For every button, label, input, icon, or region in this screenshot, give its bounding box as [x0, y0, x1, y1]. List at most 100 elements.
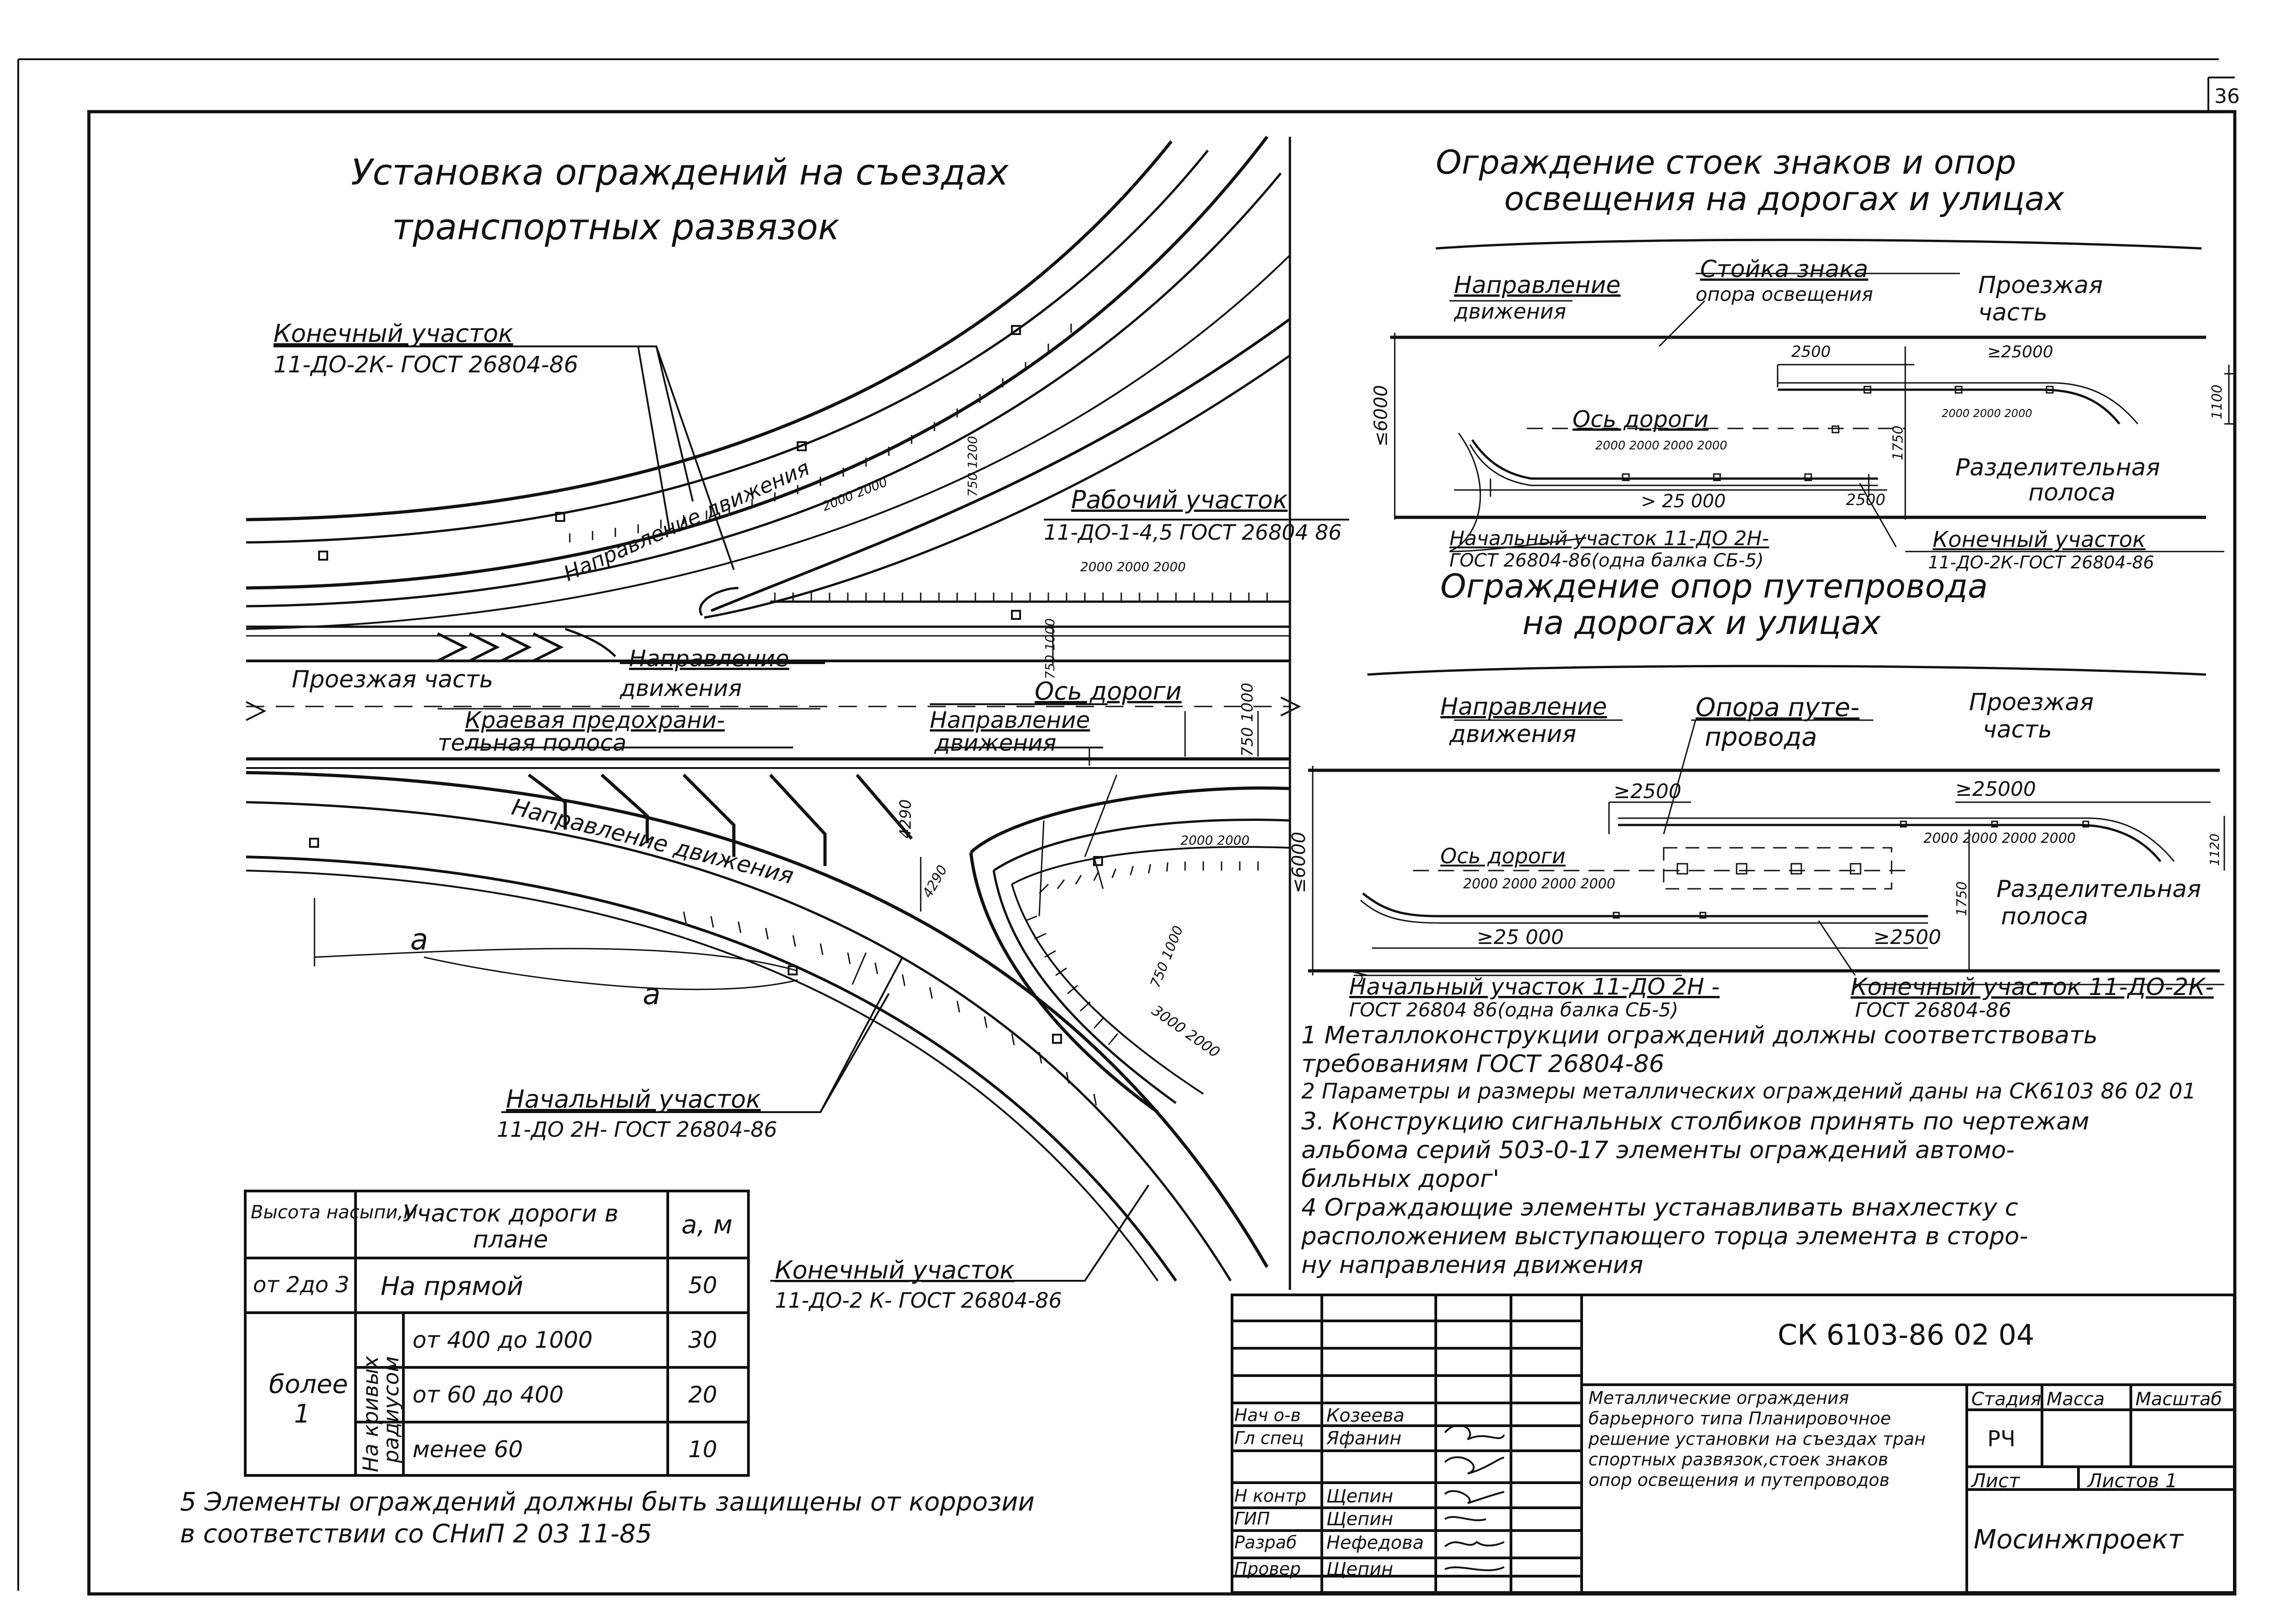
section2-direction-sub: движения [1449, 721, 1577, 748]
section2-end-sub: ГОСТ 26804-86 [1855, 999, 2011, 1022]
note-4-end: ну направления движения [1301, 1251, 1643, 1279]
description-line3: решение установки на съездах тран [1588, 1429, 1926, 1449]
description-line2: барьерного типа Планировочное [1588, 1408, 1891, 1428]
table-sub1-a: 30 [688, 1327, 717, 1353]
table-row1-a: 50 [688, 1272, 717, 1299]
section2-roadway: Проезжая [1969, 689, 2094, 716]
section1-roadway: Проезжая [1978, 272, 2103, 299]
end-section-bottom-code: 11-ДО-2 К- ГОСТ 26804-86 [775, 1288, 1062, 1313]
table-curve-label-sub: радиусом [379, 1356, 403, 1463]
section2-dim-2500-bot: ≥2500 [1873, 926, 1941, 949]
note-3-cont: альбома серий 503-0-17 элементы огражден… [1301, 1136, 2015, 1164]
description-line4: спортных развязок,стоек знаков [1588, 1449, 1888, 1469]
table-header-height: Высота насыпи,м [251, 1202, 418, 1223]
section2-dims-small-right: 2000 2000 2000 2000 [1923, 830, 2076, 846]
note-3-end: бильных дорог' [1301, 1165, 1500, 1193]
table-sub1-range: от 400 до 1000 [412, 1327, 593, 1353]
organization: Мосинжпроект [1974, 1524, 2184, 1555]
section1-divider-sub: полоса [2028, 479, 2116, 506]
role-3: Н контр [1234, 1486, 1306, 1506]
section2-direction: Направление [1440, 693, 1607, 721]
description-line1: Металлические ограждения [1588, 1388, 1849, 1408]
direction-2-title: Направление [930, 707, 1090, 733]
dimension-a-lower: a [643, 978, 661, 1011]
road-axis-label: Ось дороги [1035, 677, 1182, 706]
section1-dim-le6000: ≤6000 [1371, 385, 1392, 447]
section1-start: Начальный участок 11-ДО 2Н- [1449, 527, 1769, 550]
name-2: Яфанин [1326, 1428, 1402, 1449]
name-6: Щепин [1326, 1559, 1393, 1580]
dim-750-1000: 750 1000 [1042, 618, 1057, 679]
table-header-section: Участок дороги в плане [402, 1200, 619, 1254]
section1-end: Конечный участок [1933, 527, 2146, 552]
direction-2-sub: движения [934, 730, 1057, 756]
role-4: ГИП [1234, 1509, 1270, 1529]
scale-header: Масштаб [2135, 1389, 2222, 1410]
role-6: Провер [1234, 1559, 1301, 1579]
role-5: Разраб [1234, 1532, 1297, 1552]
section1-dims-small-right: 2000 2000 2000 [1942, 407, 2032, 420]
sheet-number: 36 [2214, 85, 2240, 108]
note-1-cont: требованиям ГОСТ 26804-86 [1301, 1050, 1665, 1078]
section2-support: Опора путе- [1696, 693, 1860, 722]
mass-header: Масса [2047, 1389, 2105, 1410]
section1-dims-small: 2000 2000 2000 2000 [1595, 439, 1727, 453]
section1-title-line1: Ограждение стоек знаков и опор [1436, 143, 2016, 181]
edge-strip-line2: тельная полоса [438, 730, 627, 756]
title-block-grid [1231, 1294, 2236, 1594]
section2-dims-small: 2000 2000 2000 2000 [1463, 876, 1615, 892]
table-sub3-range: менее 60 [412, 1436, 523, 1463]
title-block: СК 6103-86 02 04 Металлические ограждени… [1231, 1294, 2236, 1594]
table-curve-label: На кривых [358, 1356, 383, 1472]
section2-end: Конечный участок 11-ДО-2К- [1851, 974, 2214, 1001]
direction-1-sub: движения [620, 675, 742, 701]
role-1: Нач о-в [1234, 1405, 1301, 1425]
section2-dim-1750: 1750 [1954, 881, 1970, 916]
dimension-a-upper: a [410, 923, 428, 957]
section2-roadway-sub: часть [1983, 716, 2052, 743]
section2-dim-25000-top: ≥25000 [1955, 778, 2036, 801]
section2-dim-1120: 1120 [2207, 833, 2222, 866]
dim-750-1000-road: 750 1000 [1238, 682, 1257, 757]
section1-dim-25000-top: ≥25000 [1987, 343, 2053, 361]
direction-1-title: Направление [629, 645, 789, 672]
section2-start: Начальный участок 11-ДО 2Н - [1349, 974, 1720, 1000]
dim-4290: 4290 [897, 799, 915, 839]
section2-start-sub: ГОСТ 26804 86(одна балка СБ-5) [1349, 999, 1679, 1021]
roadway-label: Проезжая часть [292, 666, 494, 693]
note-4: 4 Ограждающие элементы устанавливать вна… [1301, 1194, 2018, 1222]
section1-direction: Направление [1454, 272, 1621, 299]
table-sub2-range: от 60 до 400 [412, 1382, 564, 1408]
section2-divider-sub: полоса [2001, 903, 2088, 930]
left-title-line2: транспортных развязок [392, 207, 840, 248]
left-title-line1: Установка ограждений на съездах [351, 152, 1009, 193]
note-5-cont: в соответствии со СНиП 2 03 11-85 [180, 1519, 652, 1549]
section1-dim-2500-bot: 2500 [1846, 491, 1886, 509]
section1-divider: Разделительная [1955, 454, 2160, 481]
dim-2000-2000-loop: 2000 2000 [1181, 833, 1250, 848]
table-row2-height-sub: 1 [294, 1399, 310, 1429]
section1-dim-1750: 1750 [1890, 425, 1906, 460]
embankment-table-grid [244, 1190, 750, 1477]
section1-post: Стойка знака [1700, 256, 1868, 283]
section2-divider: Разделительная [1996, 876, 2202, 903]
document-code: СК 6103-86 02 04 [1778, 1318, 2035, 1351]
section1-dim-2500: 2500 [1791, 343, 1831, 361]
note-4-cont: расположением выступающего торца элемент… [1301, 1222, 2028, 1250]
section2-dim-25000-bot: ≥25 000 [1477, 926, 1564, 949]
section1-end-sub: 11-ДО-2К-ГОСТ 26804-86 [1928, 552, 2155, 572]
table-sub3-a: 10 [688, 1436, 717, 1463]
embankment-table: Высота насыпи,м Участок дороги в плане a… [244, 1190, 750, 1477]
section1-start-sub: ГОСТ 26804-86(одна балка СБ-5) [1449, 550, 1764, 571]
work-section-code: 11-ДО-1-4,5 ГОСТ 26804 86 [1044, 520, 1342, 545]
section1-dim-25000-bot: > 25 000 [1641, 491, 1726, 512]
section1-axis: Ось дороги [1573, 406, 1709, 433]
note-2: 2 Параметры и размеры металлических огра… [1301, 1079, 2197, 1104]
name-5: Нефедова [1326, 1532, 1424, 1553]
start-section-code: 11-ДО 2Н- ГОСТ 26804-86 [497, 1117, 778, 1142]
dim-2000-triple: 2000 2000 2000 [1080, 559, 1186, 574]
note-5: 5 Элементы ограждений должны быть защище… [180, 1487, 1035, 1517]
table-header-a: a, м [681, 1210, 733, 1240]
note-3: 3. Конструкцию сигнальных столбиков прин… [1301, 1108, 2089, 1135]
